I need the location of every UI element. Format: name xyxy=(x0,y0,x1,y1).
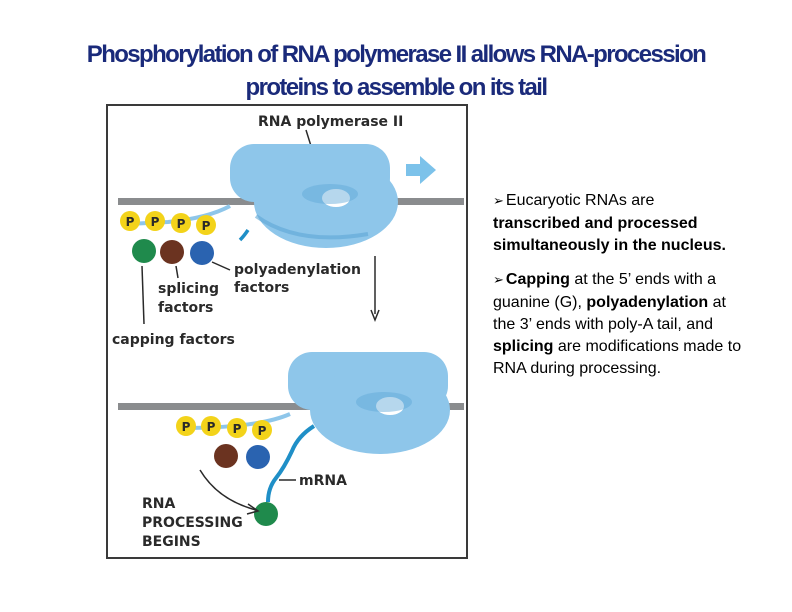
nascent-rna-top xyxy=(238,229,250,242)
phosphate-top-1: P xyxy=(120,211,140,231)
polyadenylation-factor-top xyxy=(190,241,214,265)
capping-factor-bottom xyxy=(254,502,278,526)
splicing-label-line-1: splicing xyxy=(158,281,219,297)
phosphate-bottom-2: P xyxy=(201,416,221,436)
phosphate-top-2: P xyxy=(145,211,165,231)
rna-polymerase-pointer xyxy=(305,129,312,147)
mrna-label: mRNA xyxy=(299,473,347,489)
bullet-text-run: are modifications made to RNA during pro… xyxy=(493,338,742,377)
title-line-1: Phosphorylation of RNA polymerase II all… xyxy=(86,41,707,68)
phosphate-top-4: P xyxy=(196,215,216,235)
rna-polymerase-top xyxy=(230,144,398,248)
bullet-text-run: at the 3’ ends with poly-A tail, and xyxy=(493,294,726,333)
rna-polymerase-bottom xyxy=(288,352,450,454)
processing-arrow-head-icon xyxy=(246,503,260,515)
bullet-text-run: Capping xyxy=(505,271,570,288)
bullet-arrow-icon: ➢ xyxy=(493,194,504,209)
bullet-text-run: at the 5’ ends with a guanine (G), xyxy=(493,271,717,311)
rna-polymerase-label: RNA polymerase II xyxy=(258,114,403,130)
svg-text:P: P xyxy=(177,217,186,231)
bullet-item-2: ➢Capping at the 5’ ends with a guanine (… xyxy=(493,269,743,380)
transition-arrow-head-icon xyxy=(370,309,380,323)
splicing-factor-top xyxy=(160,240,184,264)
rna-processing-label-line-2: PROCESSING xyxy=(142,515,243,531)
rna-polymerase-figure: RNA polymerase II P P P P xyxy=(106,104,468,559)
capping-label: capping factors xyxy=(112,332,235,348)
svg-text:P: P xyxy=(182,420,191,434)
figure-svg: RNA polymerase II P P P P xyxy=(112,114,464,550)
dna-strand-bottom xyxy=(118,403,464,410)
phosphate-bottom-4: P xyxy=(252,420,272,440)
capping-factor-top xyxy=(132,239,156,263)
splicing-factor-bottom xyxy=(214,444,238,468)
svg-text:P: P xyxy=(207,420,216,434)
phosphate-bottom-1: P xyxy=(176,416,196,436)
bullet-text-run: splicing xyxy=(493,338,554,355)
svg-text:P: P xyxy=(151,215,160,229)
svg-text:P: P xyxy=(258,424,267,438)
bullet-text-run: Eucaryotic RNAs are xyxy=(505,192,655,209)
phosphate-bottom-3: P xyxy=(227,418,247,438)
bullet-text-run: transcribed and processed simultaneously… xyxy=(493,215,726,254)
ctd-tail-top xyxy=(127,204,231,226)
capping-pointer xyxy=(141,265,145,325)
phosphate-group-top: P P P P xyxy=(120,211,216,235)
bullet-text-run: polyadenylation xyxy=(586,294,709,311)
splicing-label-line-2: factors xyxy=(158,300,213,316)
rna-processing-label-line-1: RNA xyxy=(142,496,175,512)
mrna-strand xyxy=(266,424,316,503)
rna-processing-label-line-3: BEGINS xyxy=(142,534,201,550)
processing-arrow-curve xyxy=(199,469,257,511)
svg-text:P: P xyxy=(233,422,242,436)
bullet-arrow-icon: ➢ xyxy=(493,273,504,288)
bullet-list: ➢Eucaryotic RNAs are transcribed and pro… xyxy=(493,190,743,392)
slide-title: Phosphorylation of RNA polymerase II all… xyxy=(0,38,792,104)
motion-arrow-icon xyxy=(406,156,436,184)
ctd-tail-bottom xyxy=(183,412,291,430)
svg-text:P: P xyxy=(202,219,211,233)
title-line-2: proteins to assemble on its tail xyxy=(245,74,548,101)
bullet-item-1: ➢Eucaryotic RNAs are transcribed and pro… xyxy=(493,190,743,257)
phosphate-top-3: P xyxy=(171,213,191,233)
splicing-pointer xyxy=(175,265,179,279)
polyadenylation-factor-bottom xyxy=(246,445,270,469)
svg-text:P: P xyxy=(126,215,135,229)
polyadenylation-label-line-1: polyadenylation xyxy=(234,262,361,278)
polyadenylation-pointer xyxy=(211,261,231,271)
polyadenylation-label-line-2: factors xyxy=(234,280,289,296)
phosphate-group-bottom: P P P P xyxy=(176,416,272,440)
